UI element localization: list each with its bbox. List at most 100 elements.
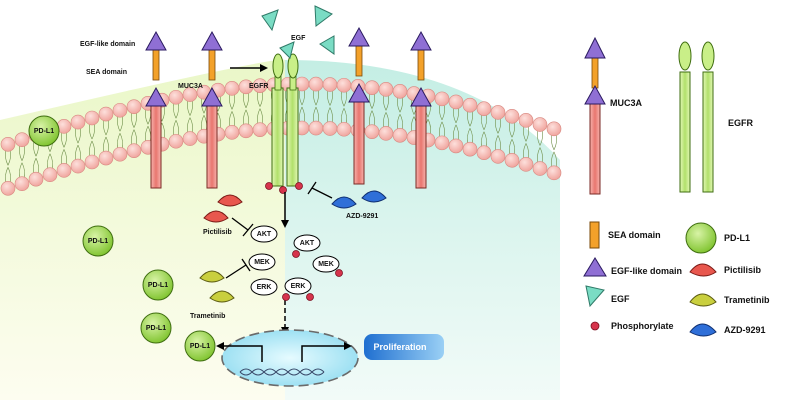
akt-node-right: AKT [292, 234, 321, 258]
pdl1-nucleus-product: PD-L1 [184, 330, 216, 362]
legend-egf: EGF [585, 285, 630, 308]
lipid-head [42, 167, 58, 183]
pictilisib-label: Pictilisib [203, 229, 232, 236]
lipid-head [490, 105, 506, 120]
legend-muc3a: MUC3A [584, 36, 643, 195]
lipid-head [364, 80, 380, 95]
lipid-head [168, 89, 184, 105]
lipid-head [112, 146, 128, 162]
pdl1-cyto-2: PD-L1 [142, 269, 174, 301]
pdl1-cyto-1: PD-L1 [82, 225, 114, 257]
legend-pdl1: PD-L1 [685, 222, 750, 254]
egf-like-domain-label: EGF-like domain [80, 41, 135, 48]
pdl1-label: PD-L1 [146, 325, 166, 332]
lipid-head [336, 77, 352, 93]
lipid-head [392, 84, 408, 99]
pdl1-label: PD-L1 [190, 343, 210, 350]
egfr-phospho [265, 182, 303, 194]
mek-node-left: MEK [248, 253, 276, 271]
pictilisib-drug: Pictilisib [203, 194, 243, 236]
lipid-head [364, 124, 380, 139]
proliferation-box: Proliferation [364, 334, 444, 360]
sea-domain-label: SEA domain [86, 69, 127, 76]
egf-ligands [261, 5, 335, 59]
legend-muc3a-label: MUC3A [610, 98, 643, 108]
lipid-head [532, 161, 548, 176]
mek-node-right: MEK [312, 255, 343, 277]
lipid-head [98, 106, 114, 122]
egf-like-domain [145, 30, 167, 51]
legend-egfr: EGFR [678, 41, 754, 193]
pdl1-cyto-3: PD-L1 [140, 312, 172, 344]
sea-domain [208, 49, 216, 81]
lipid-head [182, 131, 198, 146]
lipid-head [126, 143, 142, 158]
lipid-head [70, 158, 86, 174]
egf-like-domain [348, 82, 370, 103]
lipid-head [448, 94, 464, 110]
lipid-head [476, 101, 492, 116]
lipid-head [168, 133, 184, 149]
muc3a-stem [353, 99, 365, 185]
egf-like-domain [201, 86, 223, 107]
lipid-head [224, 125, 240, 140]
lipid-head [14, 176, 30, 192]
lipid-head [252, 122, 268, 137]
kinases-left: AKT MEK ERK [248, 225, 278, 296]
muc3a-receptors [145, 26, 432, 189]
lipid-head [70, 114, 86, 130]
nucleus [221, 329, 359, 387]
muc3a-receptor [145, 30, 167, 189]
egf-like-domain [201, 30, 223, 51]
lipid-head [434, 135, 450, 151]
egf-triangle [261, 9, 279, 32]
egf-like-domain [145, 86, 167, 107]
legend-pictilisib-label: Pictilisib [724, 265, 762, 275]
lipid-head [0, 181, 16, 196]
akt-label: AKT [257, 231, 272, 238]
lipid-head [462, 97, 478, 113]
sea-domain [355, 45, 363, 77]
legend-pdl1-label: PD-L1 [724, 233, 750, 243]
proliferation-label: Proliferation [373, 342, 426, 352]
legend-phosphorylate: Phosphorylate [590, 321, 674, 331]
legend-sea-domain: SEA domain [589, 221, 661, 249]
pdl1-label: PD-L1 [34, 128, 54, 135]
legend-egf-like: EGF-like domain [583, 257, 682, 277]
lipid-head [448, 138, 464, 154]
lipid-head [546, 165, 562, 181]
lipid-head [238, 123, 254, 139]
legend-sea-label: SEA domain [608, 230, 661, 240]
egf-like-domain [348, 26, 370, 47]
kinases-right: AKT MEK ERK [282, 234, 343, 301]
lipid-head [518, 113, 534, 128]
lipid-head [490, 149, 506, 164]
lipid-head [308, 120, 324, 136]
muc3a-label: MUC3A [178, 83, 203, 90]
legend-trametinib-label: Trametinib [724, 295, 770, 305]
lipid-head [378, 82, 394, 97]
azd9291-drug: AZD-9291 [331, 190, 387, 220]
lipid-head [322, 77, 338, 92]
lipid-head [308, 76, 324, 92]
egf-label: EGF [291, 35, 306, 42]
trametinib-label: Trametinib [190, 313, 225, 320]
muc3a-receptor [348, 26, 370, 185]
lipid-head [112, 102, 128, 118]
lipid-head [336, 121, 352, 137]
lipid-head [504, 108, 520, 124]
lipid-head [14, 132, 30, 148]
egfr-dimer: EGFR [249, 53, 299, 187]
lipid-head [518, 157, 534, 172]
lipid-head [462, 141, 478, 157]
lipid-head [532, 117, 548, 132]
lipid-head [182, 87, 198, 102]
muc3a-receptor [410, 30, 432, 189]
egf-triangle [279, 41, 295, 59]
legend: MUC3A EGFR SEA domain PD-L1 EGF-like dom… [583, 36, 770, 337]
lipid-head [322, 121, 338, 136]
lipid-head [84, 110, 100, 126]
muc3a-stem [150, 103, 162, 189]
